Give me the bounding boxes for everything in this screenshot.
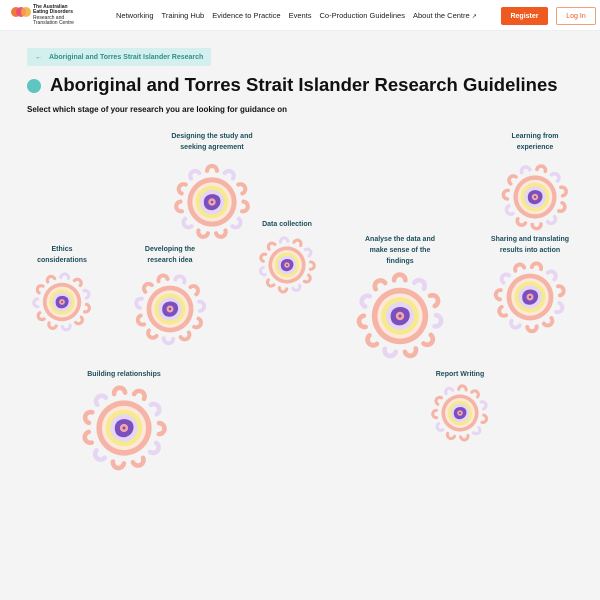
nav-networking[interactable]: Networking xyxy=(116,11,154,20)
stage-label: Report Writing xyxy=(435,371,485,378)
flower-icon xyxy=(499,161,571,233)
page-title: Aboriginal and Torres Strait Islander Re… xyxy=(50,74,558,95)
stage-label: Developing the research idea xyxy=(144,246,196,264)
login-button[interactable]: Log In xyxy=(556,7,596,25)
stage-label: Analyse the data and make sense of the f… xyxy=(364,236,436,265)
breadcrumb-back-link[interactable]: ←Aboriginal and Torres Strait Islander R… xyxy=(27,48,212,66)
stage-label: Designing the study and seeking agreemen… xyxy=(171,133,253,151)
stage-report-writing[interactable]: Report Writing xyxy=(400,369,520,444)
flower-icon xyxy=(78,382,170,474)
flower-icon xyxy=(131,270,209,348)
flower-icon xyxy=(256,234,318,296)
stage-label: Learning from experience xyxy=(511,133,559,151)
stage-label: Sharing and translating results into act… xyxy=(490,236,570,254)
page-subtitle: Select which stage of your research you … xyxy=(27,105,288,114)
nav-about-the-centre[interactable]: About the Centre ↗ xyxy=(412,11,477,20)
stage-label: Ethics considerations xyxy=(37,246,87,264)
stage-ethics[interactable]: Ethics considerations xyxy=(2,244,122,334)
register-button[interactable]: Register xyxy=(501,7,548,25)
flower-icon xyxy=(429,382,491,444)
stage-designing-study[interactable]: Designing the study and seeking agreemen… xyxy=(152,131,272,243)
main-nav: Networking Training Hub Evidence to Prac… xyxy=(116,11,485,20)
flower-icon xyxy=(30,270,94,334)
stage-label: Data collection xyxy=(262,221,312,228)
stage-sharing-results[interactable]: Sharing and translating results into act… xyxy=(470,234,590,336)
logo-mark-icon xyxy=(11,7,31,19)
stage-analyse-data[interactable]: Analyse the data and make sense of the f… xyxy=(340,234,460,363)
nav-events[interactable]: Events xyxy=(288,11,312,20)
stage-label: Building relationships xyxy=(87,371,161,378)
stage-data-collection[interactable]: Data collection xyxy=(227,219,347,296)
stage-building-relationships[interactable]: Building relationships xyxy=(64,369,184,474)
flower-icon xyxy=(491,258,569,336)
external-link-icon: ↗ xyxy=(471,14,477,20)
stage-developing-idea[interactable]: Developing the research idea xyxy=(110,244,230,348)
arrow-left-icon: ← xyxy=(35,53,42,61)
flower-icon xyxy=(171,161,253,243)
title-dot-icon xyxy=(27,79,41,93)
nav-co-production-guidelines[interactable]: Co-Production Guidelines xyxy=(319,11,405,20)
flower-icon xyxy=(353,269,447,363)
nav-evidence-to-practice[interactable]: Evidence to Practice xyxy=(212,11,281,20)
nav-training-hub[interactable]: Training Hub xyxy=(161,11,205,20)
stage-learning-from-experience[interactable]: Learning from experience xyxy=(475,131,595,233)
